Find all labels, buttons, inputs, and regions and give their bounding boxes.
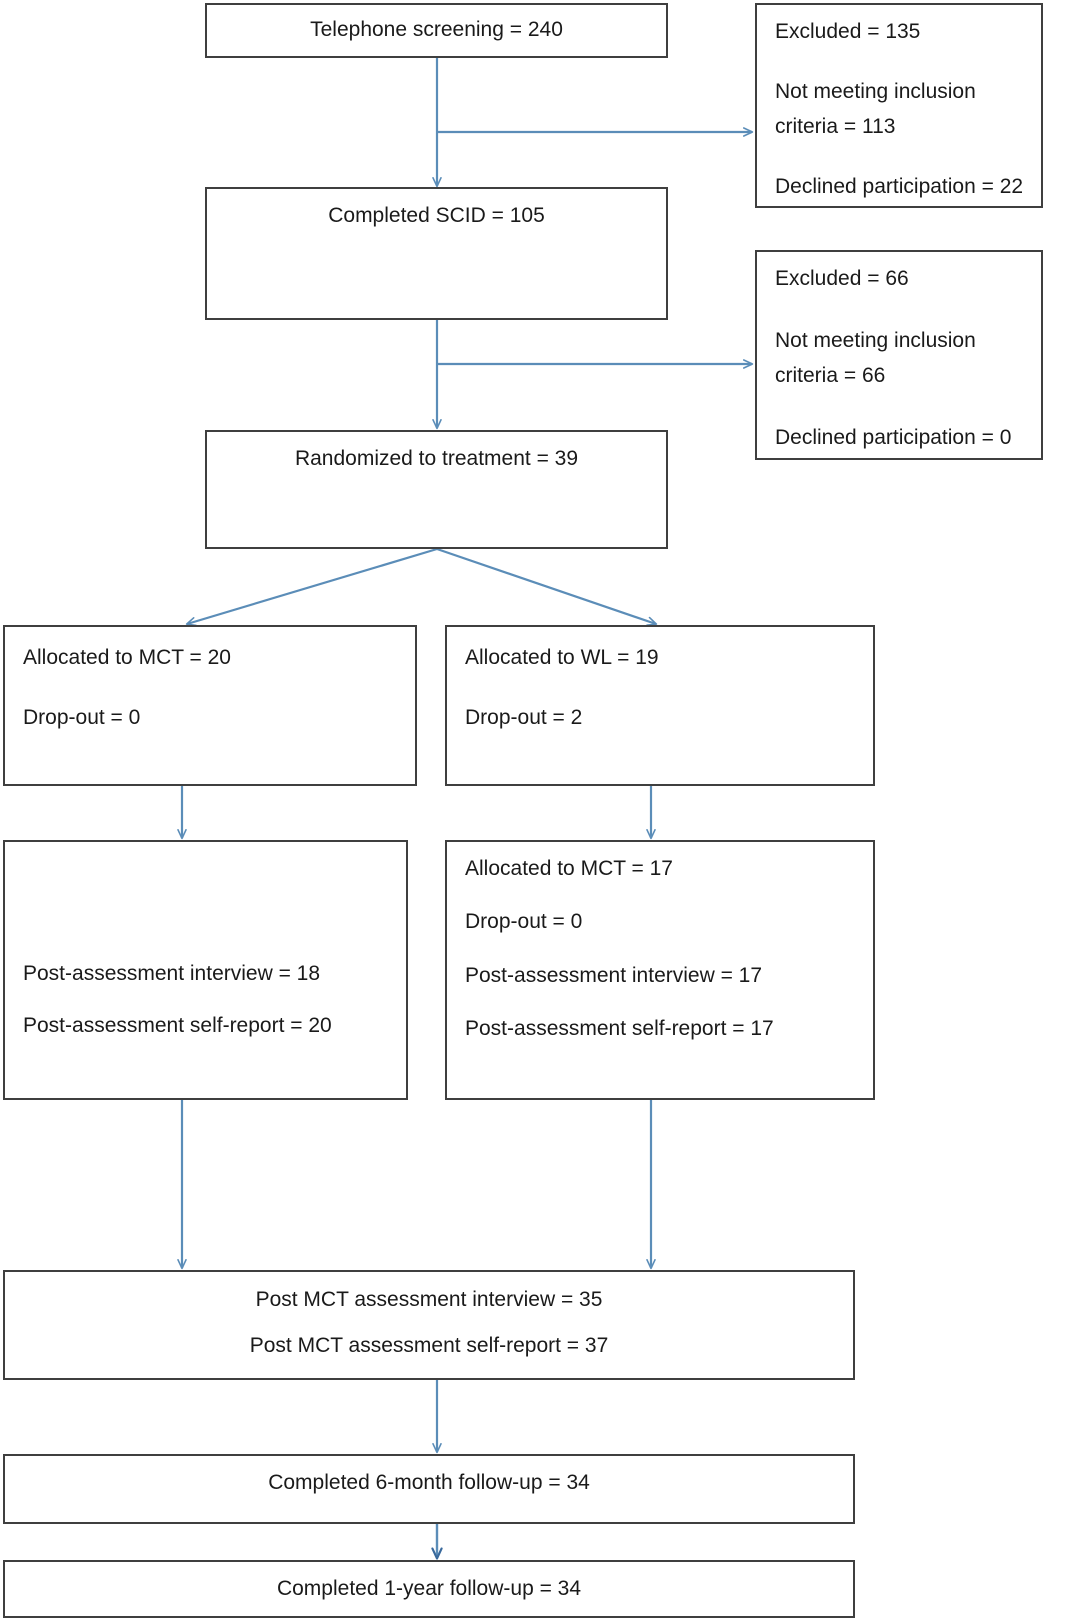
node-line: Post-assessment self-report = 20 <box>23 1014 332 1038</box>
node-line: Post MCT assessment interview = 35 <box>255 1288 603 1311</box>
node-completed-scid[interactable]: Completed SCID = 105 <box>205 187 668 320</box>
node-line: Drop-out = 2 <box>465 706 583 730</box>
node-excluded-1[interactable]: Excluded = 135 Not meeting inclusion cri… <box>755 3 1043 208</box>
node-line: Completed 1-year follow-up = 34 <box>276 1577 582 1600</box>
node-line: Allocated to WL = 19 <box>465 646 659 669</box>
node-line: Declined participation = 22 <box>775 174 1024 198</box>
node-line: Post-assessment interview = 17 <box>465 963 763 987</box>
node-excluded-2[interactable]: Excluded = 66 Not meeting inclusion crit… <box>755 250 1043 460</box>
node-randomized-to-treatment[interactable]: Randomized to treatment = 39 <box>205 430 668 549</box>
node-line: Allocated to MCT = 20 <box>23 646 231 669</box>
node-line: Completed 6-month follow-up = 34 <box>268 1471 590 1494</box>
node-telephone-screening[interactable]: Telephone screening = 240 <box>205 3 668 58</box>
node-line: Post-assessment self-report = 17 <box>465 1016 774 1040</box>
node-line: criteria = 66 <box>775 363 886 387</box>
node-line: Randomized to treatment = 39 <box>294 447 579 470</box>
node-followup-1-year[interactable]: Completed 1-year follow-up = 34 <box>3 1560 855 1618</box>
node-line: Declined participation = 0 <box>775 425 1012 449</box>
node-line: Post-assessment interview = 18 <box>23 962 321 985</box>
node-line: Excluded = 135 <box>775 20 921 43</box>
node-post-assessment-wl[interactable]: Allocated to MCT = 17 Drop-out = 0 Post-… <box>445 840 875 1100</box>
node-allocated-wl[interactable]: Allocated to WL = 19 Drop-out = 2 <box>445 625 875 786</box>
node-line: criteria = 113 <box>775 114 896 138</box>
node-line: Telephone screening = 240 <box>310 18 563 41</box>
node-line: Excluded = 66 <box>775 267 909 290</box>
node-line: Not meeting inclusion <box>775 329 976 353</box>
node-line: Allocated to MCT = 17 <box>465 857 673 880</box>
node-line: Drop-out = 0 <box>23 706 141 730</box>
node-post-assessment-mct[interactable]: Post-assessment interview = 18 Post-asse… <box>3 840 408 1100</box>
node-followup-6-month[interactable]: Completed 6-month follow-up = 34 <box>3 1454 855 1524</box>
node-post-mct-assessment-combined[interactable]: Post MCT assessment interview = 35 Post … <box>3 1270 855 1380</box>
edge-randomized-to-mct <box>185 547 438 627</box>
node-line: Post MCT assessment self-report = 37 <box>249 1334 609 1358</box>
edge-randomized-to-wl <box>436 547 658 626</box>
node-line: Drop-out = 0 <box>465 910 583 934</box>
node-allocated-mct[interactable]: Allocated to MCT = 20 Drop-out = 0 <box>3 625 417 786</box>
node-line: Completed SCID = 105 <box>328 204 545 227</box>
node-line: Not meeting inclusion <box>775 80 976 104</box>
